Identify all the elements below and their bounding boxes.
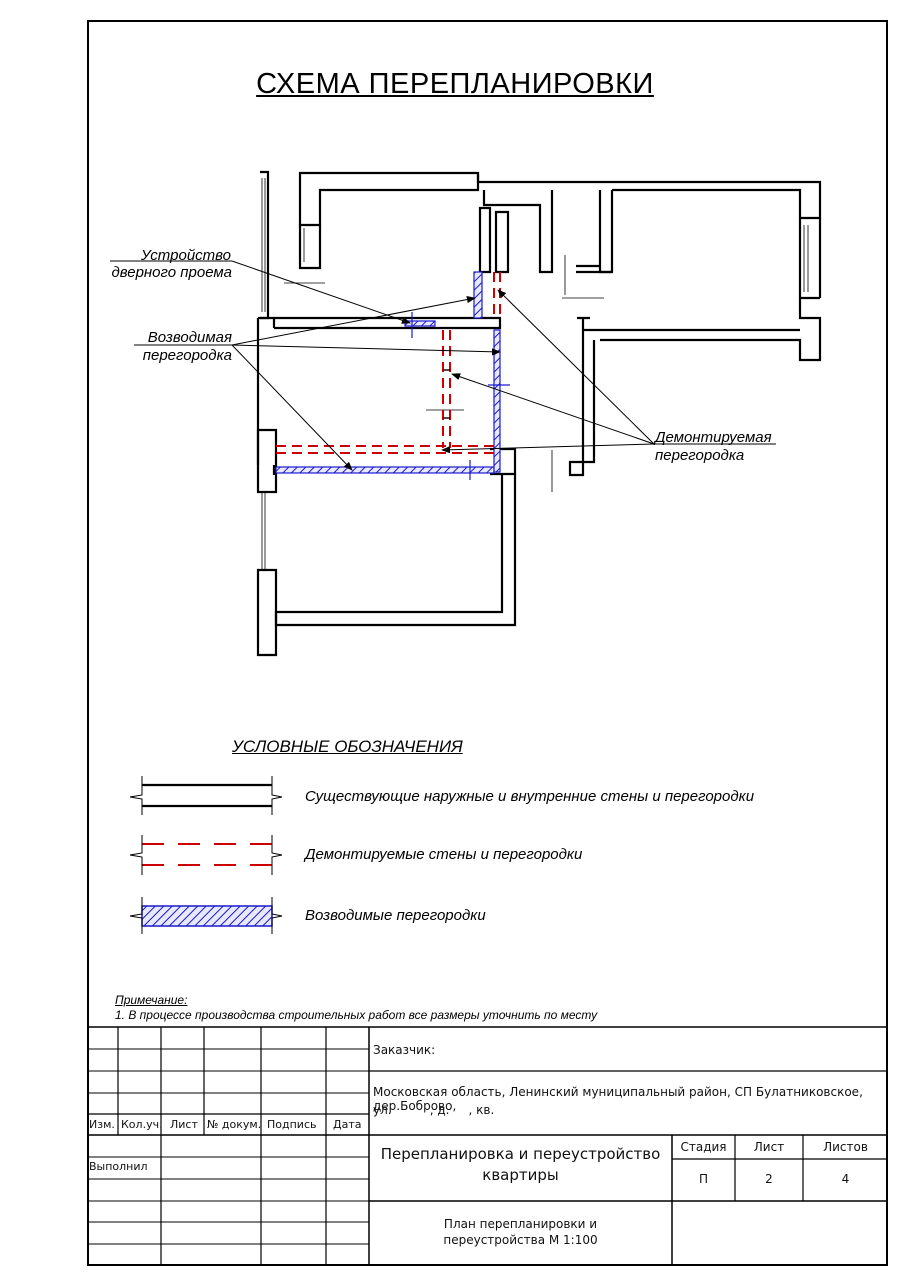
legend-symbol-demolished: [129, 835, 283, 875]
existing-walls: [256, 170, 822, 657]
performed-by-label: Выполнил: [89, 1160, 148, 1173]
header-date: Дата: [333, 1118, 362, 1131]
project-title-line-1: Перепланировка и переустройство: [380, 1145, 661, 1163]
callout-line: перегородка: [142, 347, 232, 364]
new-partitions: [275, 271, 510, 480]
callout-new-partition: Возводимая: [112, 328, 232, 347]
address-line-2: ул. , д. , кв.: [373, 1103, 495, 1117]
note-text: 1. В процессе производства строительных …: [115, 1008, 598, 1022]
legend-label-existing: Существующие наружные и внутренние стены…: [305, 788, 755, 805]
callout-demolished-partition-line2: перегородка: [655, 446, 744, 465]
callout-leaders: [110, 260, 776, 471]
demolished-partitions: [276, 272, 501, 454]
sheet-value: 2: [765, 1172, 773, 1186]
note-title: Примечание:: [115, 993, 188, 1007]
header-izm: Изм.: [89, 1118, 115, 1131]
sheet-label: Лист: [753, 1140, 785, 1154]
callout-line: Возводимая: [147, 329, 232, 346]
callout-line: Демонтируемая: [655, 429, 772, 446]
drawing-title-line-2: переустройства М 1:100: [443, 1233, 598, 1247]
legend-title: УСЛОВНЫЕ ОБОЗНАЧЕНИЯ: [232, 737, 463, 756]
stage-label: Стадия: [680, 1140, 727, 1154]
legend-label-demolished: Демонтируемые стены и перегородки: [305, 846, 583, 863]
callout-door-opening: Устройство: [141, 246, 231, 265]
legend-symbol-existing: [129, 776, 283, 815]
sheets-value: 4: [841, 1172, 850, 1186]
callout-line: дверного проема: [111, 264, 232, 281]
header-list: Лист: [170, 1118, 198, 1131]
callout-line: перегородка: [655, 447, 745, 464]
header-doc-no: № докум.: [207, 1118, 262, 1131]
legend-symbol-new: [129, 897, 283, 934]
drawing-title: СХЕМА ПЕРЕПЛАНИРОВКИ: [256, 68, 654, 100]
drawing-sheet-frame: [87, 20, 888, 1266]
stage-value: П: [698, 1172, 709, 1186]
customer-label: Заказчик:: [373, 1043, 436, 1057]
project-title-line-2: квартиры: [482, 1166, 559, 1184]
callout-line: Устройство: [141, 247, 231, 264]
drawing-title-line-1: План перепланировки и: [443, 1217, 598, 1231]
header-signature: Подпись: [267, 1118, 317, 1131]
callout-new-partition-line2: перегородка: [112, 346, 232, 365]
header-kol-uch: Кол.уч.: [121, 1118, 163, 1131]
callout-demolished-partition: Демонтируемая: [655, 428, 772, 447]
window-lines: [261, 178, 809, 570]
callout-door-opening-line2: дверного проема: [110, 263, 232, 282]
title-block-grid: [87, 1026, 888, 1266]
address-line-1: Московская область, Ленинский муниципаль…: [373, 1085, 863, 1113]
legend-label-new: Возводимые перегородки: [305, 907, 486, 924]
sheets-label: Листов: [823, 1140, 868, 1154]
